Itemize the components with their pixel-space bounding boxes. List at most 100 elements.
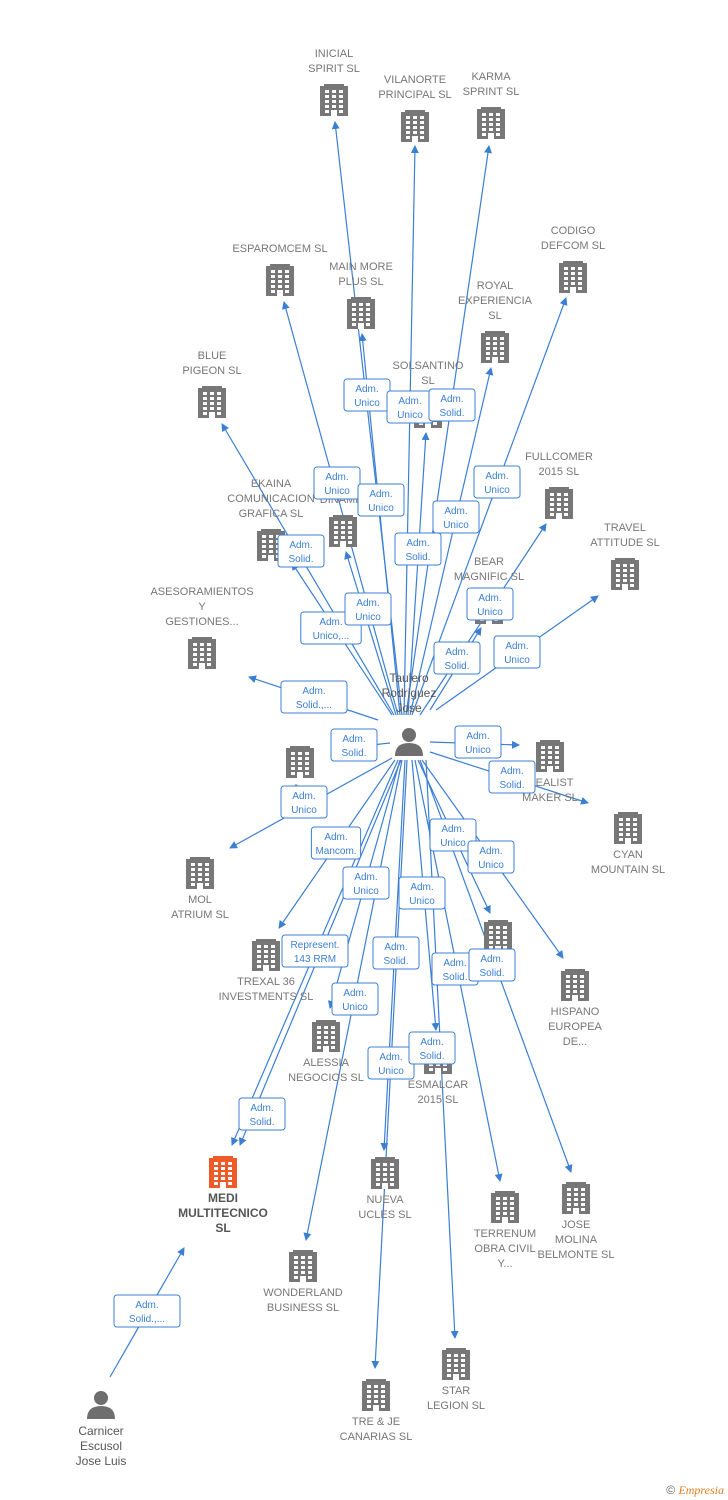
company-name: KARMA [471,71,511,83]
building-icon [252,939,280,971]
edge-label[interactable]: Adm.Solid. [330,728,378,762]
edge-label-text: Unico [397,410,423,421]
edge-label-text: 143 RRM [294,954,336,965]
edge-line [409,367,494,716]
edge-label-text: Adm. [342,734,365,745]
edge-label[interactable]: Adm.Unico [386,390,434,424]
company-node-esparomcem[interactable]: ESPAROMCEM SL [232,243,328,296]
edge-label[interactable]: Adm.Unico [331,982,379,1016]
edge-label[interactable]: Represent.143 RRM [281,934,349,968]
edge-label[interactable]: Adm.Unico [342,866,390,900]
edge-label[interactable]: Adm.Unico [454,725,502,759]
edge-label[interactable]: Adm. Solid. [488,760,536,794]
edge-label-box [432,500,480,534]
edge-label[interactable]: Adm.Solid. [372,936,420,970]
company-name: MAIN MORE [329,261,393,273]
edge-label[interactable]: Adm.Unico [432,500,480,534]
edge-label[interactable]: Adm.Solid. [238,1097,286,1131]
edge-label[interactable]: Adm.Unico [466,587,514,621]
edge-label[interactable]: Adm.Unico [313,466,361,500]
edge-label[interactable]: Adm.Unico [467,840,515,874]
company-name: SPRINT SL [463,86,520,98]
edge-label-text: Adm. [289,540,312,551]
edge-label-text: Adm. [500,766,523,777]
company-name: CYAN [613,849,643,861]
edge-label-box [342,866,390,900]
building-icon [562,1182,590,1214]
edge-label-text: Unico [484,485,510,496]
edge-label[interactable]: Adm.Unico [493,635,541,669]
company-node-hispano[interactable]: HISPANOEUROPEADE... [548,969,603,1048]
edge-label[interactable]: Adm.Solid. [433,641,481,675]
edge-label[interactable]: Adm.Solid. [408,1031,456,1065]
company-name: WONDERLAND [263,1287,343,1299]
edge-label-text: Adm. [420,1037,443,1048]
edge-label-text: Unico [354,398,380,409]
edge-label[interactable]: Adm.Mancom. [310,826,362,860]
edge-label[interactable]: Adm.Solid. [428,388,476,422]
person-name: Escusol [80,1439,122,1453]
company-name: MAKER SL [522,792,578,804]
edge-label[interactable]: Adm.Unico [343,378,391,412]
edge-label-text: Solid. [405,552,430,563]
edge-label-text: Unico [504,655,530,666]
footer-brand[interactable]: © Empresia [666,1483,724,1498]
edge-label[interactable]: Adm.Unico [473,465,521,499]
company-node-karma[interactable]: KARMA SPRINT SL [463,71,520,139]
edge-label-text: Unico [409,896,435,907]
building-icon [614,812,642,844]
edge-label[interactable]: Adm.Solid. [394,532,442,566]
edge-label[interactable]: Adm.Unico [357,483,405,517]
company-name: MOL [188,894,212,906]
edge-label[interactable]: Adm.Unico [429,818,477,852]
company-name: COMUNICACION [227,493,314,505]
company-name: MEDI [208,1191,238,1205]
edge-label-text: Adm. [479,846,502,857]
edge-label[interactable]: Adm.Solid.,... [113,1294,181,1328]
company-name: ASESORAMIENTOS [150,586,253,598]
edge-label[interactable]: Adm.Unico [344,592,392,626]
edge-label-box [433,641,481,675]
edge-label[interactable]: Adm.Unico [367,1046,415,1080]
edge-label[interactable]: Adm.Solid. [277,534,325,568]
company-name: OBRA CIVIL [474,1243,535,1255]
company-node-mol[interactable]: MOL ATRIUM SL [171,857,229,921]
edge-label-text: Adm. [369,489,392,500]
edge-label[interactable]: Adm.Solid. [431,952,479,986]
edge-label[interactable]: Adm.Unico [398,876,446,910]
edge-label[interactable]: Adm.Unico [280,785,328,819]
edge-label-text: Solid. [499,780,524,791]
edge-label-text: Adm. [356,598,379,609]
edge-label[interactable]: Adm.Solid. [468,948,516,982]
company-name: EXPERIENCIA [458,295,533,307]
company-name: ATRIUM SL [171,909,229,921]
edge-label[interactable]: Adm.Solid.,... [280,680,348,714]
company-name: MAGNIFIC SL [454,571,524,583]
edge-label-text: Adm. [302,686,325,697]
edge-label-text: Adm. [444,506,467,517]
building-icon [611,558,639,590]
company-node-asesoramientos[interactable]: ASESORAMIENTOSYGESTIONES... [150,586,254,669]
